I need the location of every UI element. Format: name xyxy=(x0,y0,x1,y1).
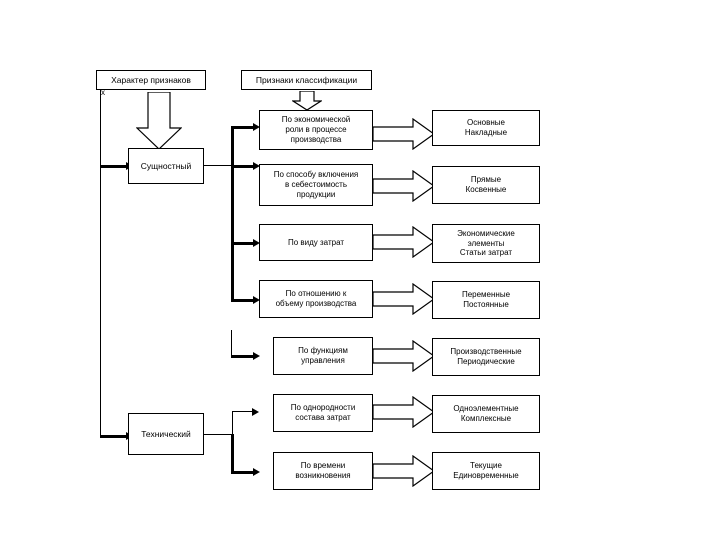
x-marker: x xyxy=(101,88,105,97)
arrowhead-by-time-of-occurrence xyxy=(253,467,260,476)
node-label: Одноэлементные Комплексные xyxy=(453,404,519,423)
node-label: По способу включения в себестоимость про… xyxy=(273,170,359,199)
block-arrow-right-direct-indirect xyxy=(373,170,435,202)
node-production-periodic: Производственные Периодические xyxy=(432,338,540,376)
node-current-onetime: Текущие Единовременные xyxy=(432,452,540,490)
block-arrow-right-single-complex xyxy=(373,396,435,428)
connector-to-by-management-functions xyxy=(231,355,255,358)
management-branch-vertical xyxy=(231,330,232,356)
node-by-economic-role: По экономической роли в процессе произво… xyxy=(259,110,373,150)
connector-to-by-cost-homogeneity xyxy=(232,411,254,412)
node-technical: Технический xyxy=(128,413,204,455)
node-classification-features: Признаки классификации xyxy=(241,70,372,90)
node-label: Производственные Периодические xyxy=(450,347,522,366)
node-label: Текущие Единовременные xyxy=(453,461,519,480)
connector-to-by-economic-role xyxy=(231,126,255,129)
arrowhead-by-management-functions xyxy=(253,351,260,360)
node-label: По виду затрат xyxy=(287,237,345,247)
node-by-management-functions: По функциям управления xyxy=(273,337,373,375)
technical-trunk-up xyxy=(232,411,233,434)
node-by-time-of-occurrence: По времени возникновения xyxy=(273,452,373,490)
block-arrow-right-production-periodic xyxy=(373,340,435,372)
node-direct-indirect: Прямые Косвенные xyxy=(432,166,540,204)
node-label: По времени возникновения xyxy=(295,461,351,480)
node-economic-elements: Экономические элементы Статьи затрат xyxy=(432,224,540,263)
connector-to-by-time-of-occurrence xyxy=(231,471,255,474)
node-label: Сущностный xyxy=(140,160,192,171)
essential-trunk-stub xyxy=(204,165,233,166)
node-essential: Сущностный xyxy=(128,148,204,184)
arrowhead-by-production-volume xyxy=(253,295,260,304)
node-by-production-volume: По отношению к объему производства xyxy=(259,280,373,318)
node-label: По однородности состава затрат xyxy=(290,403,356,422)
arrowhead-by-economic-role xyxy=(253,122,260,131)
node-label: Прямые Косвенные xyxy=(465,175,507,194)
connector-to-by-inclusion-method xyxy=(231,165,255,168)
node-label: Экономические элементы Статьи затрат xyxy=(457,228,515,258)
node-label: Переменные Постоянные xyxy=(461,290,511,309)
node-label: Характер признаков xyxy=(111,74,191,85)
node-variable-fixed: Переменные Постоянные xyxy=(432,281,540,319)
node-label: Основные Накладные xyxy=(464,118,508,137)
connector-to-by-production-volume xyxy=(231,299,255,302)
essential-trunk-vertical xyxy=(231,127,234,301)
connector-to-by-cost-type xyxy=(231,242,255,245)
block-arrow-right-basic-overhead xyxy=(373,118,435,150)
block-arrow-down-to-criteria xyxy=(292,91,322,111)
node-single-complex: Одноэлементные Комплексные xyxy=(432,395,540,433)
node-by-cost-type: По виду затрат xyxy=(259,224,373,261)
block-arrow-right-economic-elements xyxy=(373,226,435,258)
node-label: По функциям управления xyxy=(298,346,348,365)
block-arrow-down-to-essential xyxy=(136,92,182,150)
arrowhead-by-cost-homogeneity xyxy=(252,407,259,416)
technical-trunk-stub xyxy=(204,434,233,435)
connector-to-technical xyxy=(100,435,128,438)
node-basic-overhead: Основные Накладные xyxy=(432,110,540,146)
node-by-cost-homogeneity: По однородности состава затрат xyxy=(273,394,373,432)
node-label: Технический xyxy=(141,428,191,439)
node-label: Признаки классификации xyxy=(255,74,358,85)
arrowhead-by-inclusion-method xyxy=(253,161,260,170)
node-character-of-features: Характер признаков xyxy=(96,70,206,90)
node-label: По отношению к объему производства xyxy=(275,289,357,308)
technical-trunk-down xyxy=(231,434,234,473)
block-arrow-right-current-onetime xyxy=(373,455,435,487)
spine-vertical-line xyxy=(100,90,101,438)
node-label: По экономической роли в процессе произво… xyxy=(281,115,351,144)
arrowhead-by-cost-type xyxy=(253,238,260,247)
block-arrow-right-variable-fixed xyxy=(373,283,435,315)
connector-to-essential xyxy=(100,165,128,168)
node-by-inclusion-method: По способу включения в себестоимость про… xyxy=(259,164,373,206)
